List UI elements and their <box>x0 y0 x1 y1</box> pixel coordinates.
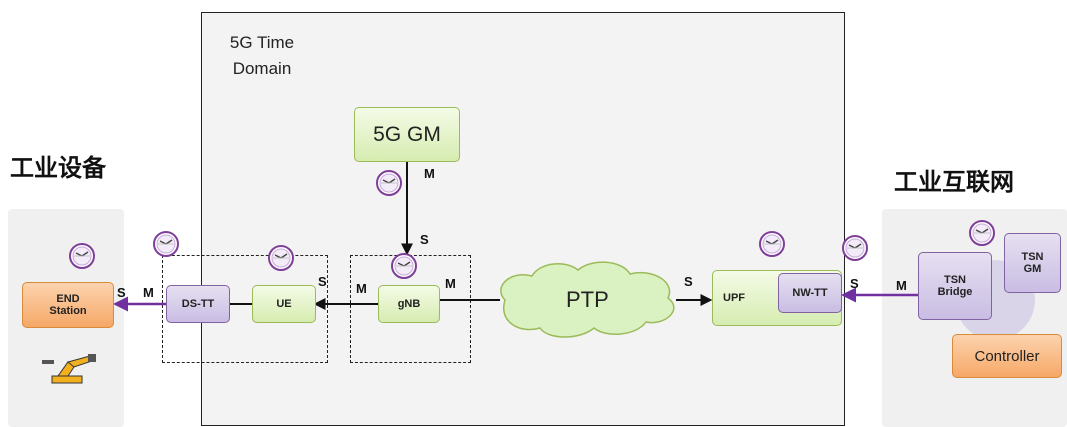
domain-title: 5G Time Domain <box>222 30 302 82</box>
domain-title-line2: Domain <box>232 59 292 78</box>
ue-node: UE <box>252 285 316 323</box>
bridge-out-label: M <box>896 278 907 293</box>
gnb-left-label: M <box>356 281 367 296</box>
ds-tt-node: DS-TT <box>166 285 230 323</box>
industrial-device-heading: 工业设备 <box>10 154 106 182</box>
tsn-bridge-node: TSN Bridge <box>918 252 992 320</box>
robot-arm-icon <box>38 350 100 386</box>
ue-right-label: S <box>318 274 327 289</box>
tsn-bridge-label-2: Bridge <box>937 286 973 298</box>
end-station-label-1: END <box>56 293 80 305</box>
tsn-gm-node: TSN GM <box>1004 233 1061 293</box>
ptp-cloud <box>500 261 675 338</box>
industrial-internet-heading: 工业互联网 <box>894 168 1014 196</box>
end-station-node: END Station <box>22 282 114 328</box>
domain-title-line1: 5G Time <box>229 33 295 52</box>
tsn-bridge-label-1: TSN <box>944 274 966 286</box>
gm-clock-icon <box>376 170 402 196</box>
gm-out-label: M <box>424 166 435 181</box>
end-station-label-2: Station <box>49 305 87 317</box>
end-station-in-label: S <box>117 285 126 300</box>
ue-dstt-group <box>162 255 328 363</box>
tsn-bridge-clock-icon <box>969 220 995 246</box>
gnb-right-label: M <box>445 276 456 291</box>
tsn-gm-label-1: TSN <box>1021 251 1044 263</box>
gnb-clock-icon <box>391 253 417 279</box>
controller-node: Controller <box>952 334 1062 378</box>
gnb-in-label: S <box>420 232 429 247</box>
ds-tt-out-label: M <box>143 285 154 300</box>
nw-tt-node: NW-TT <box>778 273 842 313</box>
upf-label: UPF <box>723 292 745 304</box>
5g-time-domain-box <box>201 12 845 426</box>
5g-gm-node: 5G GM <box>354 107 460 162</box>
tsn-gm-label-2: GM <box>1023 263 1042 275</box>
ue-clock-icon <box>268 245 294 271</box>
ptp-label: PTP <box>566 287 609 312</box>
dstt-clock-icon <box>153 231 179 257</box>
endstation-clock-icon <box>69 243 95 269</box>
nw-tt-in-label: S <box>850 276 859 291</box>
nwtt-clock-icon <box>842 235 868 261</box>
gnb-node: gNB <box>378 285 440 323</box>
upf-clock-icon <box>759 231 785 257</box>
upf-in-label: S <box>684 274 693 289</box>
